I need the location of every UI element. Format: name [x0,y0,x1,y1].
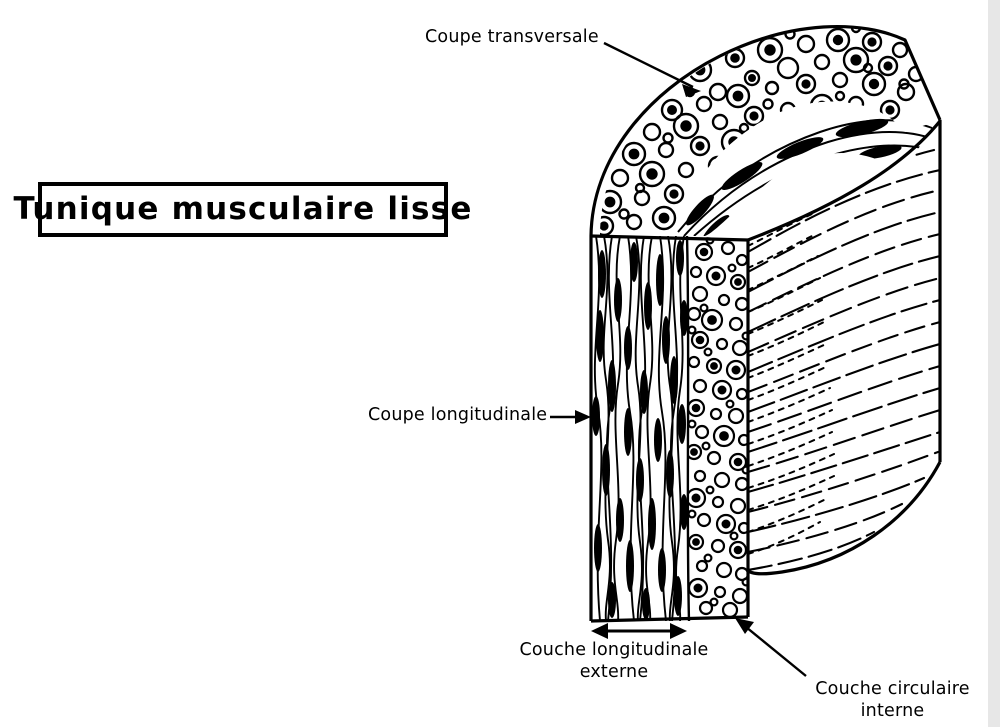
callout-arrow-coupe-transversale [603,41,701,97]
longitudinal-section-panel [591,236,687,621]
label-line-2: externe [579,661,649,682]
page-title-box: Tunique musculaire lisse [13,182,471,237]
label-line-2: interne [860,700,925,721]
callout-arrow-coupe-longitudinale [550,410,591,424]
inner-circular-longitudinal-face [748,121,940,575]
label-coupe-transversale: Coupe transversale [425,27,599,47]
label-couche-circulaire-interne: Couche circulaire interne [800,679,985,723]
label-coupe-longitudinale: Coupe longitudinale [368,405,548,425]
callout-arrow-couche-circulaire-interne [735,618,807,677]
block-outline [589,25,942,623]
scrollbar-track[interactable] [988,0,1000,727]
label-line-1: Couche longitudinale [519,640,709,660]
callout-arrow-couche-longitudinale-externe [591,623,687,639]
label-couche-longitudinale-externe: Couche longitudinale externe [514,640,714,684]
layer-divider [685,235,691,622]
page-title: Tunique musculaire lisse [13,191,473,227]
label-line-1: Couche circulaire [815,679,970,699]
inner-circular-transverse-band [689,236,748,621]
